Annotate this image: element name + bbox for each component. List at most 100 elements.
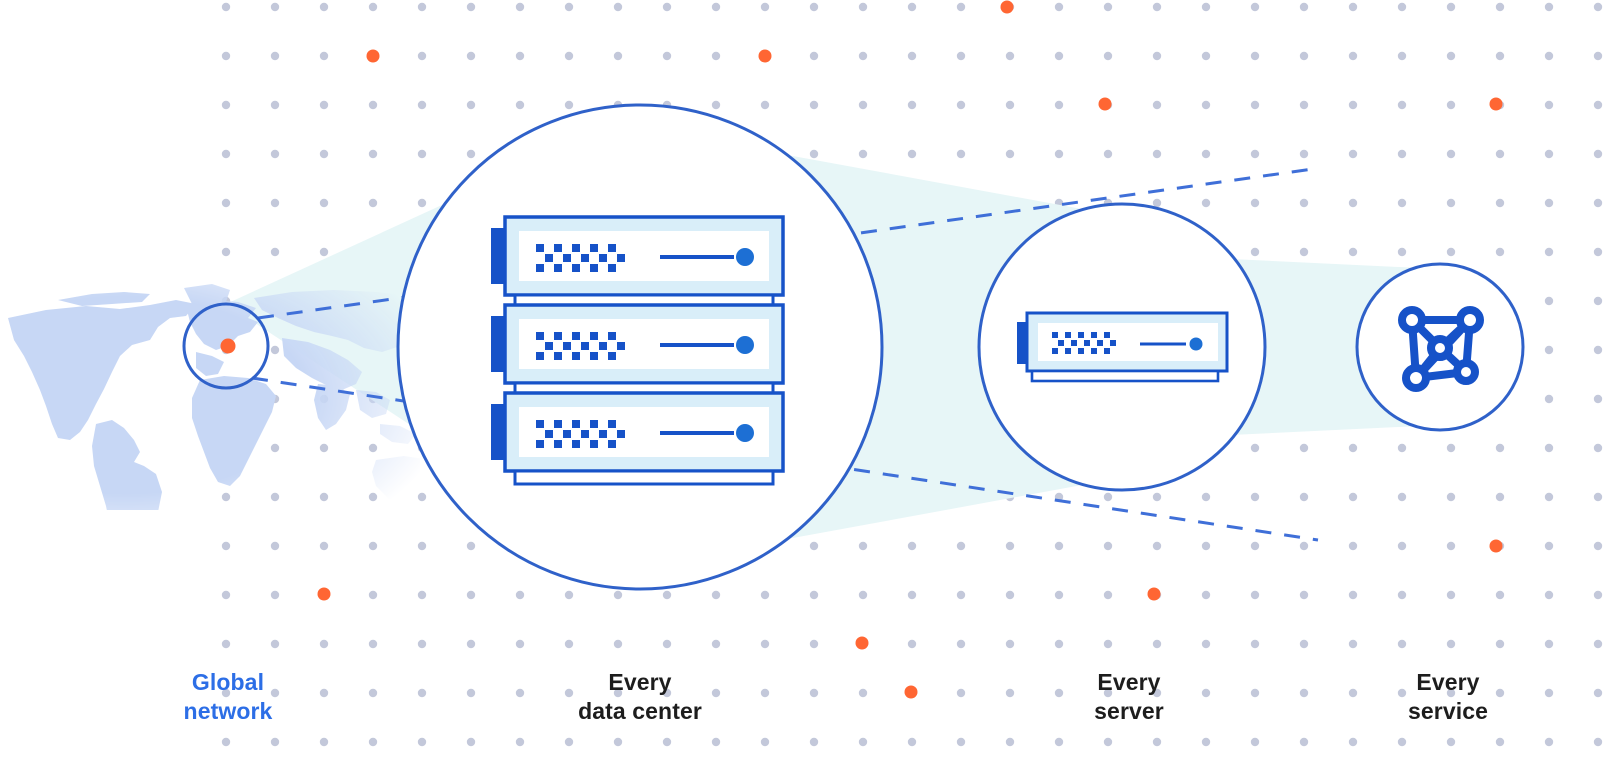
grid-dot — [368, 149, 378, 159]
grid-dot — [858, 51, 868, 61]
grid-dot — [1005, 541, 1015, 551]
grid-dot — [1495, 639, 1505, 649]
grid-dot — [1299, 639, 1309, 649]
grid-dot — [564, 737, 574, 747]
accent-dot — [1489, 97, 1503, 111]
grid-dot — [858, 541, 868, 551]
grid-dot — [662, 639, 672, 649]
grid-dot — [613, 2, 623, 12]
grid-dot — [1201, 688, 1211, 698]
grid-dot — [858, 688, 868, 698]
grid-dot — [319, 492, 329, 502]
grid-dot — [368, 492, 378, 502]
grid-dot — [858, 737, 868, 747]
grid-dot — [1103, 2, 1113, 12]
grid-dot — [1054, 639, 1064, 649]
grid-dot — [809, 2, 819, 12]
grid-dot — [319, 149, 329, 159]
grid-dot — [1201, 492, 1211, 502]
grid-dot — [319, 443, 329, 453]
grid-dot — [1250, 247, 1260, 257]
grid-dot — [221, 492, 231, 502]
grid-dot — [319, 2, 329, 12]
grid-dot — [368, 443, 378, 453]
grid-dot — [417, 541, 427, 551]
grid-dot — [1544, 51, 1554, 61]
grid-dot — [1544, 590, 1554, 600]
grid-dot — [1348, 100, 1358, 110]
grid-dot — [1593, 688, 1603, 698]
accent-dot — [1489, 539, 1503, 553]
grid-dot — [1250, 100, 1260, 110]
grid-dot — [417, 198, 427, 208]
grid-dot — [1299, 443, 1309, 453]
grid-dot — [270, 639, 280, 649]
grid-dot — [1152, 541, 1162, 551]
grid-dot — [319, 541, 329, 551]
server-unit — [491, 303, 785, 398]
grid-dot — [1593, 394, 1603, 404]
grid-dot — [466, 541, 476, 551]
grid-dot — [1201, 2, 1211, 12]
grid-dot — [613, 688, 623, 698]
grid-dot — [809, 51, 819, 61]
grid-dot — [1495, 492, 1505, 502]
grid-dot — [1201, 100, 1211, 110]
grid-dot — [270, 492, 280, 502]
grid-dot — [711, 2, 721, 12]
grid-dot — [1054, 590, 1064, 600]
grid-dot — [907, 639, 917, 649]
circle-global-network — [182, 302, 270, 390]
grid-dot — [1005, 149, 1015, 159]
grid-dot — [368, 590, 378, 600]
grid-dot — [1201, 51, 1211, 61]
grid-dot — [1348, 492, 1358, 502]
label-global-network: Global network — [183, 669, 273, 724]
grid-dot — [1593, 345, 1603, 355]
grid-dot — [760, 737, 770, 747]
grid-dot — [564, 639, 574, 649]
grid-dot — [662, 51, 672, 61]
grid-dot — [515, 100, 525, 110]
grid-dot — [368, 198, 378, 208]
grid-dot — [417, 100, 427, 110]
grid-dot — [1544, 198, 1554, 208]
grid-dot — [956, 737, 966, 747]
grid-dot — [515, 688, 525, 698]
grid-dot — [1299, 247, 1309, 257]
grid-dot — [221, 541, 231, 551]
server-unit — [491, 391, 785, 486]
accent-dot — [317, 587, 331, 601]
grid-dot — [858, 149, 868, 159]
grid-dot — [221, 2, 231, 12]
grid-dot — [1593, 198, 1603, 208]
grid-dot — [564, 51, 574, 61]
grid-dot — [1103, 639, 1113, 649]
grid-dot — [956, 51, 966, 61]
grid-dot — [1250, 51, 1260, 61]
grid-dot — [270, 345, 280, 355]
grid-dot — [515, 2, 525, 12]
grid-dot — [1495, 737, 1505, 747]
grid-dot — [711, 639, 721, 649]
grid-dot — [1299, 2, 1309, 12]
grid-dot — [1593, 737, 1603, 747]
grid-dot — [1054, 541, 1064, 551]
grid-dot — [1152, 100, 1162, 110]
grid-dot — [907, 100, 917, 110]
server-rack-icon — [491, 215, 785, 486]
grid-dot — [1152, 688, 1162, 698]
grid-dot — [760, 639, 770, 649]
network-graph-icon — [1398, 306, 1484, 392]
grid-dot — [466, 639, 476, 649]
grid-dot — [1152, 2, 1162, 12]
grid-dot — [956, 2, 966, 12]
grid-dot — [417, 688, 427, 698]
grid-dot — [319, 100, 329, 110]
grid-dot — [466, 51, 476, 61]
grid-dot — [319, 639, 329, 649]
grid-dot — [466, 590, 476, 600]
grid-dot — [1299, 100, 1309, 110]
grid-dot — [760, 590, 770, 600]
